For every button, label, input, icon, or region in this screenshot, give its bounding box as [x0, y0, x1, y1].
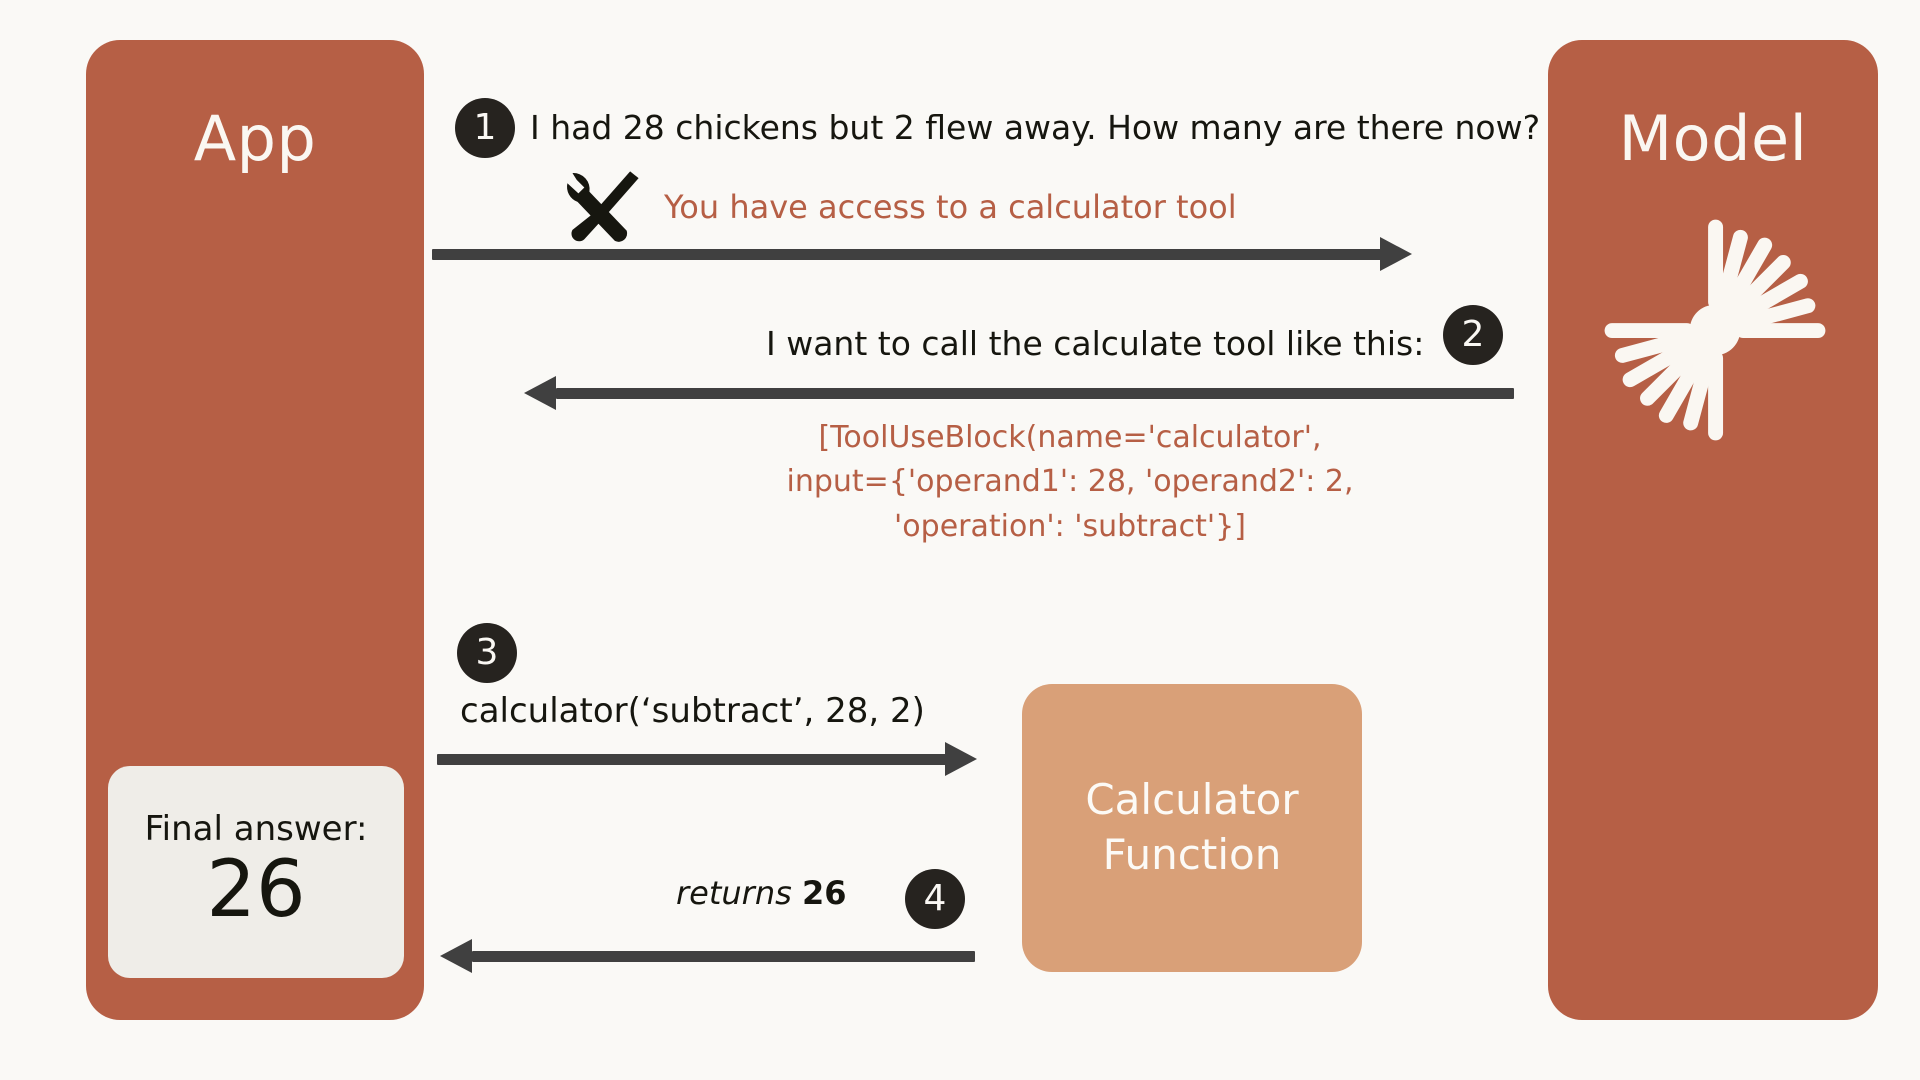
- calculator-box-line-1: Calculator: [1085, 775, 1299, 825]
- calculator-box-line-2: Function: [1102, 830, 1282, 879]
- step-badge-4: 4: [905, 869, 965, 929]
- tool-use-block-line-1: [ToolUseBlock(name='calculator',: [818, 420, 1322, 455]
- final-answer-card: Final answer: 26: [108, 766, 404, 978]
- step-2-message: I want to call the calculate tool like t…: [766, 324, 1425, 363]
- arrow-head: [440, 939, 472, 973]
- arrow-line: [432, 249, 1382, 260]
- arrow-head: [524, 376, 556, 410]
- step-3-message: calculator(‘subtract’, 28, 2): [460, 691, 925, 731]
- arrow-head: [945, 742, 977, 776]
- sunburst-icon: [1604, 219, 1826, 441]
- step-badge-3: 3: [457, 623, 517, 683]
- step-badge-1: 1: [455, 98, 515, 158]
- step-badge-2: 2: [1443, 305, 1503, 365]
- model-panel: Model: [1548, 40, 1878, 1020]
- tool-use-block-line-2: input={'operand1': 28, 'operand2': 2,: [786, 464, 1354, 500]
- model-panel-title: Model: [1618, 102, 1808, 175]
- step-1-message: I had 28 chickens but 2 flew away. How m…: [530, 108, 1541, 147]
- tool-use-block: [ToolUseBlock(name='calculator', input={…: [700, 416, 1440, 549]
- tool-note-row: You have access to a calculator tool: [560, 168, 1237, 246]
- arrow-line: [472, 951, 975, 962]
- step-4-message-value: 26: [801, 874, 847, 912]
- step-4-message-prefix: returns: [676, 874, 792, 912]
- step-1-tool-note: You have access to a calculator tool: [664, 188, 1237, 226]
- final-answer-label: Final answer:: [144, 809, 368, 850]
- step-4-message: returns 26: [676, 874, 846, 912]
- arrow-line: [556, 388, 1514, 399]
- final-answer-value: 26: [206, 845, 306, 936]
- tools-icon: [567, 171, 639, 242]
- arrow-head: [1380, 237, 1412, 271]
- tool-use-block-line-3: 'operation': 'subtract'}]: [894, 508, 1246, 544]
- calculator-function-box: Calculator Function: [1022, 684, 1362, 972]
- arrow-line: [437, 754, 947, 765]
- app-panel-title: App: [193, 102, 317, 175]
